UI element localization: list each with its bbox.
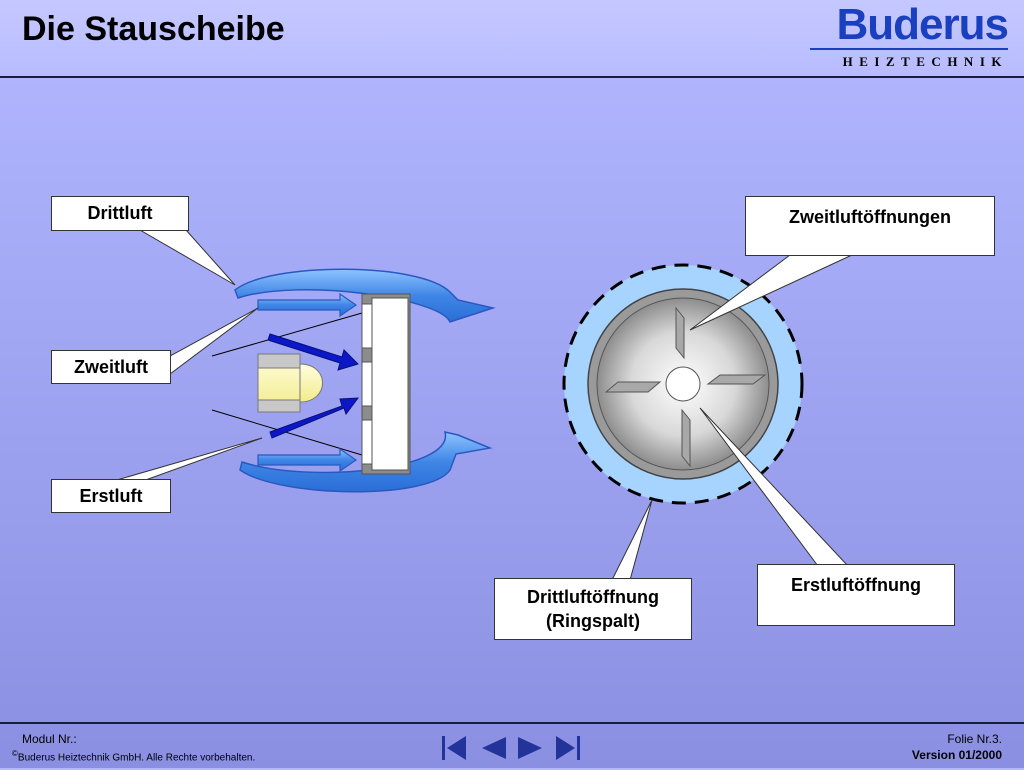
slide-navigation bbox=[438, 734, 586, 762]
previous-slide-button[interactable] bbox=[476, 734, 510, 762]
center-hole bbox=[665, 366, 701, 402]
callout-erstluft-label: Erstluft bbox=[79, 485, 143, 506]
callout-zweitluft-label: Zweitluft bbox=[74, 356, 148, 377]
drittluft-arrow-top bbox=[234, 268, 496, 323]
erstluft-arrow-upper bbox=[267, 333, 359, 371]
callout-drittluftoeffnung-line1: Drittluftöffnung bbox=[527, 586, 659, 607]
copyright-symbol: © bbox=[12, 749, 18, 758]
callout-drittluft-label: Drittluft bbox=[87, 203, 153, 224]
modul-number: Modul Nr.: bbox=[22, 732, 77, 746]
first-slide-button[interactable] bbox=[438, 734, 472, 762]
zweitluft-arrow-upper bbox=[257, 292, 358, 318]
callout-erstluftoeffnung-label: Erstluftöffnung bbox=[791, 575, 921, 595]
vane-bottom bbox=[681, 408, 691, 468]
burner-cross-section bbox=[211, 268, 496, 493]
version-label: Version 01/2000 bbox=[911, 748, 1002, 762]
copyright-text: Buderus Heiztechnik GmbH. Alle Rechte vo… bbox=[17, 752, 256, 764]
callout-drittluftoeffnung: Drittluftöffnung (Ringspalt) bbox=[494, 578, 692, 640]
triangle-left-icon bbox=[482, 737, 506, 759]
callout-pointers bbox=[109, 229, 853, 581]
logo-underline bbox=[810, 48, 1008, 50]
slide-header: Die Stauscheibe Buderus HEIZTECHNIK bbox=[0, 0, 1024, 78]
erstluft-arrow-lower bbox=[269, 397, 360, 439]
page-title: Die Stauscheibe bbox=[22, 10, 285, 48]
callout-zweitluftoeffnungen-label: Zweitluftöffnungen bbox=[789, 207, 951, 227]
nozzle-tip bbox=[299, 363, 323, 403]
skip-last-icon bbox=[556, 736, 580, 760]
callout-zweitluftoeffnungen: Zweitluftöffnungen bbox=[745, 196, 995, 256]
last-slide-button[interactable] bbox=[552, 734, 586, 762]
copyright-notice: ©Buderus Heiztechnik GmbH. Alle Rechte v… bbox=[12, 749, 255, 763]
next-slide-button[interactable] bbox=[514, 734, 548, 762]
vane-right bbox=[706, 374, 767, 385]
triangle-right-icon bbox=[518, 737, 542, 759]
slide-footer: Modul Nr.: ©Buderus Heiztechnik GmbH. Al… bbox=[0, 722, 1024, 770]
callout-drittluft: Drittluft bbox=[51, 196, 189, 231]
callout-erstluft: Erstluft bbox=[51, 479, 171, 513]
vane-left bbox=[604, 381, 662, 393]
logo-subline: HEIZTECHNIK bbox=[842, 54, 1008, 69]
callout-zweitluft: Zweitluft bbox=[51, 350, 171, 384]
drittluft-arrow-bottom bbox=[239, 430, 493, 493]
callout-drittluftoeffnung-line2: (Ringspalt) bbox=[546, 611, 640, 631]
slide-number: Folie Nr.3. bbox=[947, 732, 1002, 746]
skip-first-icon bbox=[442, 736, 466, 760]
logo-word: Buderus bbox=[836, 0, 1009, 49]
vane-top bbox=[675, 306, 685, 360]
zweitluft-arrow-lower bbox=[257, 447, 358, 473]
stauscheibe-front-view bbox=[562, 263, 804, 505]
buderus-logo: Buderus HEIZTECHNIK bbox=[808, 0, 1009, 70]
callout-erstluftoeffnung: Erstluftöffnung bbox=[757, 564, 955, 626]
